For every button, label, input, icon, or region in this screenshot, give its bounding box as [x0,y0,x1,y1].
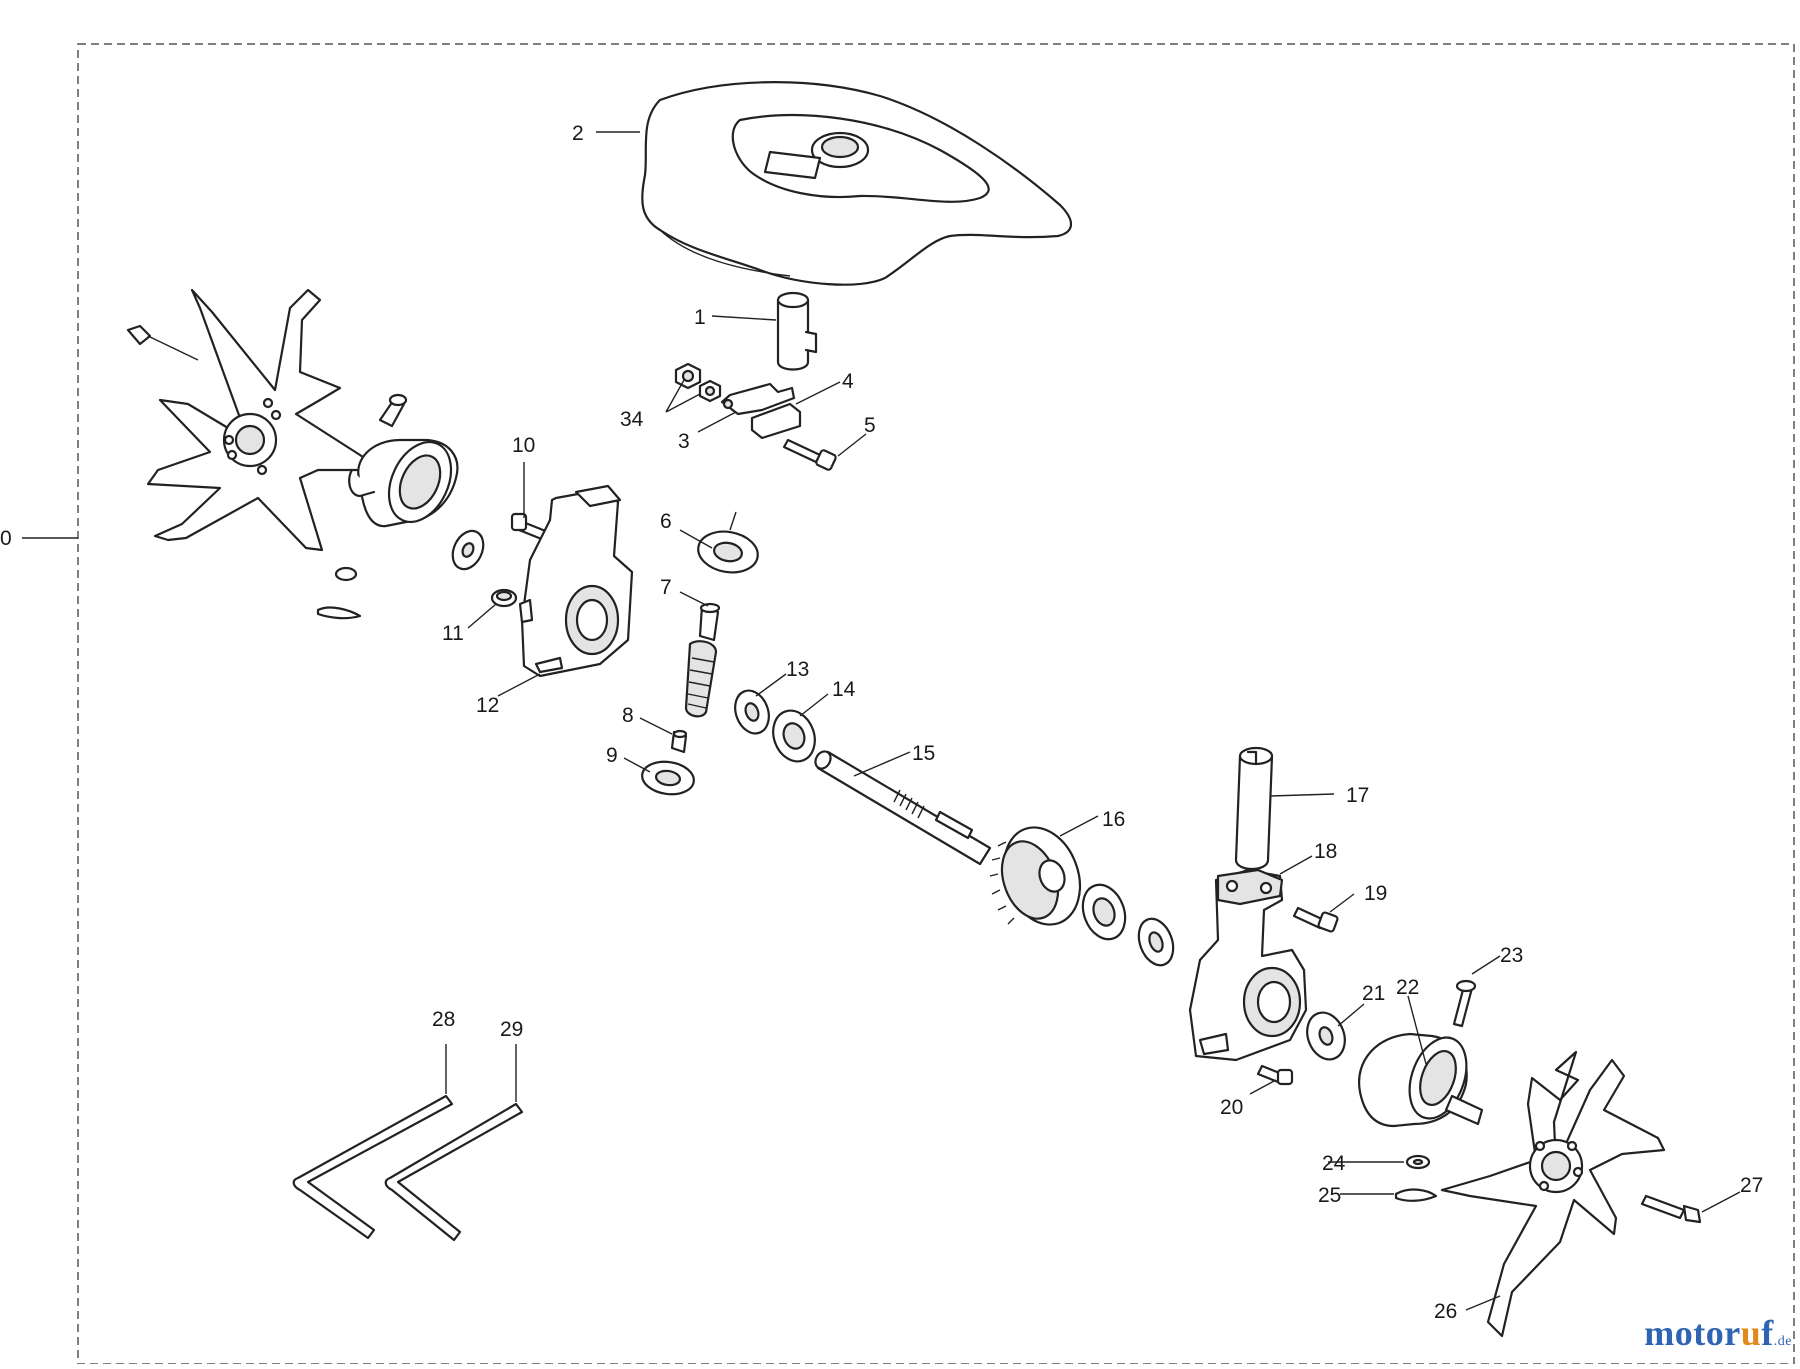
callout-28: 28 [432,1008,455,1031]
part-19-screw [1292,906,1339,933]
part-13-washer [734,689,770,735]
part-7-worm-shaft [684,602,721,718]
part-23-clevis-pin [1452,979,1477,1028]
watermark-logo: motoruf.de [1644,1312,1792,1354]
watermark-suffix: .de [1773,1334,1792,1349]
part-18-gear-case-right [1188,868,1308,1062]
part-34-nuts [674,362,722,403]
part-5-bolt [782,438,837,471]
callout-10: 10 [512,434,535,457]
callout-8: 8 [622,704,634,727]
callout-12: 12 [476,694,499,717]
callout-11: 11 [442,622,464,645]
part-16-worm-gear [989,826,1082,926]
part-26-tine-right [1440,1050,1666,1338]
leader-lines [445,131,1741,1311]
part-24-washer [1405,1154,1431,1170]
callout-20: 20 [1220,1096,1243,1119]
callout-5: 5 [864,414,876,437]
callout-2: 2 [572,122,584,145]
part-2-gear-cover [641,81,1073,286]
callout-6: 6 [660,510,672,533]
part-20-screw [1256,1064,1294,1086]
part-15-main-shaft [814,750,992,866]
washer-left [451,529,485,571]
watermark-part3: f [1761,1313,1774,1353]
part-6-bearing [697,511,759,574]
callout-26: 26 [1434,1300,1457,1323]
callout-16: 16 [1102,808,1125,831]
callout-23: 23 [1500,944,1523,967]
part-21-washer [1306,1011,1346,1061]
part-28-hex-key [292,1094,454,1240]
callout-24: 24 [1322,1152,1346,1175]
part-9-bearing [641,760,695,796]
callout-4: 4 [842,370,854,393]
part-8-pin [670,729,688,754]
tine-left [126,288,384,552]
part-3-4-clamps [720,382,802,440]
hub-left [316,393,459,620]
callout-15: 15 [912,742,935,765]
callout-29: 29 [500,1018,523,1041]
callout-25: 25 [1318,1184,1341,1207]
callout-22: 22 [1396,976,1419,999]
watermark-part1: motor [1644,1313,1741,1353]
callout-18: 18 [1314,840,1337,863]
callout-17: 17 [1346,784,1369,807]
callout-14: 14 [832,678,856,701]
part-17-tube [1234,746,1274,871]
callout-9: 9 [606,744,618,767]
part-11-plug [490,588,518,608]
part-25-hair-clip [1394,1188,1438,1202]
callout-34: 34 [620,408,644,431]
part-29-hex-key [384,1102,524,1242]
callout-13: 13 [786,658,809,681]
part-27-bolt [1640,1194,1702,1224]
callout-21: 21 [1362,982,1385,1005]
callout-27: 27 [1740,1174,1763,1197]
watermark-part2: u [1740,1313,1762,1353]
callout-assembly: 0 [0,527,12,550]
part-1-tube [776,291,818,371]
callout-labels: 2 1 34 3 4 5 10 6 7 11 12 13 14 8 9 15 1… [432,122,1763,1323]
part-14-bearing [772,709,816,763]
callout-19: 19 [1364,882,1387,905]
part-12-gear-case-left [518,484,634,678]
callout-3: 3 [678,430,690,453]
callout-7: 7 [660,576,672,599]
washer-right-inner [1137,917,1175,967]
callout-1: 1 [694,306,706,329]
bearing-right [1081,883,1127,941]
